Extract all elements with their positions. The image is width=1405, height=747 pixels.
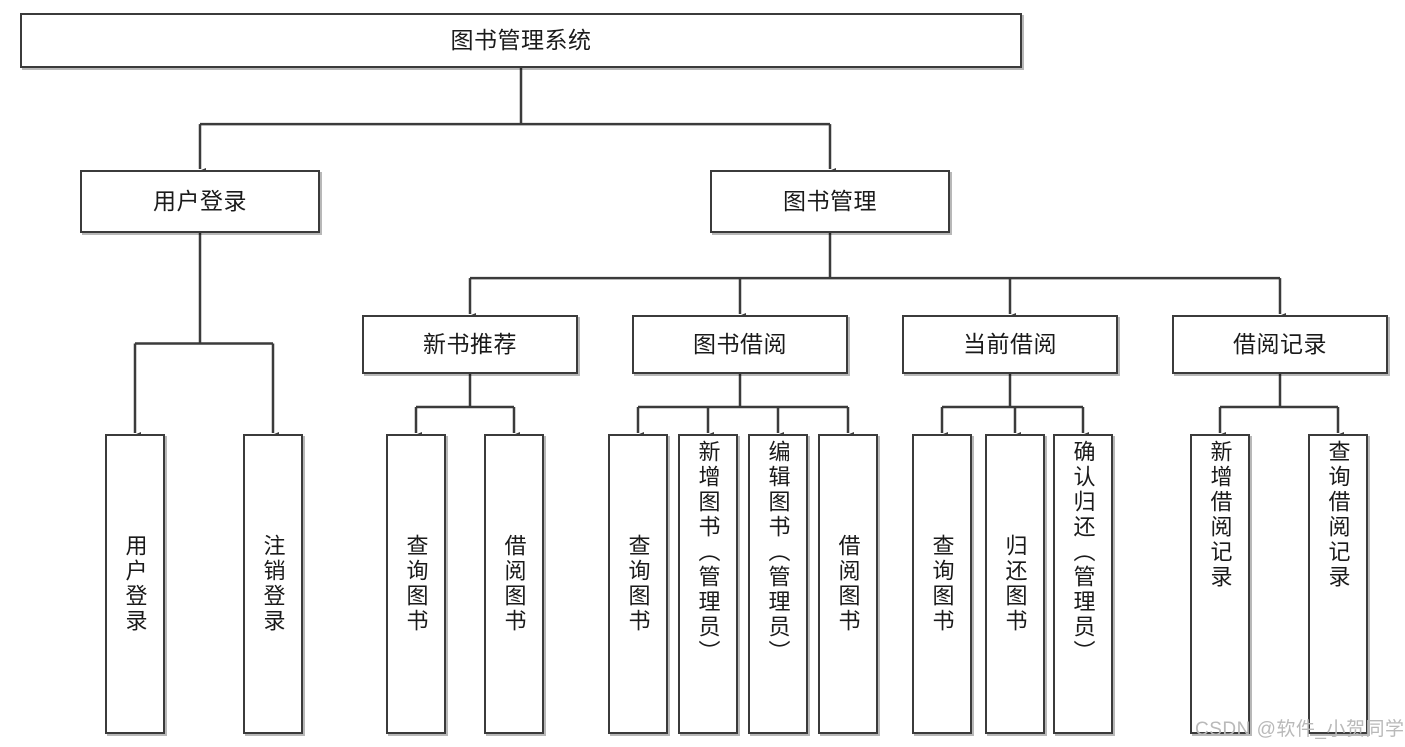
node-label: 新增借阅记录 <box>1207 440 1233 590</box>
node-label: 确认归还（管理员） <box>1070 440 1096 665</box>
watermark-csdn: CSDN @软件_小贺同学 <box>1195 719 1405 740</box>
node-leaf-user-logout[interactable]: 注销登录 <box>243 434 303 734</box>
node-label: 图书借阅 <box>693 330 787 357</box>
node-label: 查询图书 <box>403 534 429 634</box>
node-leaf-br-add[interactable]: 新增借阅记录 <box>1190 434 1250 734</box>
node-leaf-bb-add[interactable]: 新增图书（管理员） <box>678 434 738 734</box>
node-label: 借阅记录 <box>1233 330 1327 357</box>
node-leaf-br-query[interactable]: 查询借阅记录 <box>1308 434 1368 734</box>
node-user-login[interactable]: 用户登录 <box>80 170 320 233</box>
node-label: 图书管理系统 <box>450 26 592 53</box>
node-leaf-cb-confirm[interactable]: 确认归还（管理员） <box>1053 434 1113 734</box>
node-book-manage[interactable]: 图书管理 <box>710 170 950 233</box>
node-label: 用户登录 <box>153 187 247 214</box>
node-borrow-record[interactable]: 借阅记录 <box>1172 315 1388 374</box>
node-current-borrow[interactable]: 当前借阅 <box>902 315 1118 374</box>
node-leaf-bb-edit[interactable]: 编辑图书（管理员） <box>748 434 808 734</box>
node-label: 查询图书 <box>625 534 651 634</box>
node-label: 用户登录 <box>122 534 148 634</box>
node-label: 归还图书 <box>1002 534 1028 634</box>
node-leaf-cb-return[interactable]: 归还图书 <box>985 434 1045 734</box>
node-label: 查询图书 <box>929 534 955 634</box>
node-label: 图书管理 <box>783 187 877 214</box>
node-label: 借阅图书 <box>501 534 527 634</box>
node-new-book-rec[interactable]: 新书推荐 <box>362 315 578 374</box>
node-label: 当前借阅 <box>963 330 1057 357</box>
node-leaf-cb-query[interactable]: 查询图书 <box>912 434 972 734</box>
node-leaf-rec-borrow[interactable]: 借阅图书 <box>484 434 544 734</box>
node-leaf-bb-query[interactable]: 查询图书 <box>608 434 668 734</box>
node-label: 新增图书（管理员） <box>695 440 721 665</box>
node-root[interactable]: 图书管理系统 <box>20 13 1022 68</box>
node-label: 编辑图书（管理员） <box>765 440 791 665</box>
node-book-borrow[interactable]: 图书借阅 <box>632 315 848 374</box>
node-label: 注销登录 <box>260 534 286 634</box>
node-label: 借阅图书 <box>835 534 861 634</box>
node-leaf-rec-query[interactable]: 查询图书 <box>386 434 446 734</box>
node-leaf-user-login[interactable]: 用户登录 <box>105 434 165 734</box>
node-leaf-bb-borrow[interactable]: 借阅图书 <box>818 434 878 734</box>
node-label: 查询借阅记录 <box>1325 440 1351 590</box>
node-label: 新书推荐 <box>423 330 517 357</box>
